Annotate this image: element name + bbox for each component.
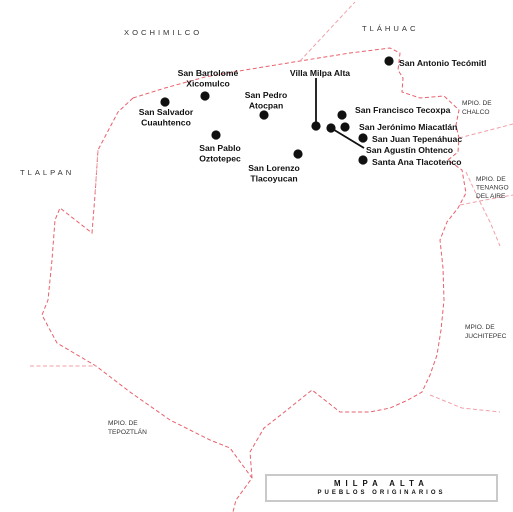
san-pedro-atocpan-marker [259,110,269,120]
border-tenango-east [465,171,501,247]
region-tlalpan: TLALPAN [20,168,74,177]
san-jeronimo-miacatlan-label: San Jerónimo Miacatlán [359,122,457,132]
san-jeronimo-miacatlan-marker [340,122,350,132]
villa-milpa-alta-label: Villa Milpa Alta [290,68,350,78]
san-antonio-tecomitl-marker [384,56,394,66]
santa-ana-tlacotenco-label: Santa Ana Tlacotenco [372,157,461,167]
san-salvador-cuauhtenco-marker [160,97,170,107]
border-tlalpan-xochimilco [94,149,99,196]
region-xochimilco: XOCHIMILCO [124,28,202,37]
map-title: MILPA ALTA [334,479,429,488]
border-juchitepec-south [429,394,501,413]
san-agustin-ohtenco-marker [326,123,336,133]
san-pablo-oztotepec-marker [211,130,221,140]
villa-milpa-alta-marker [311,121,321,131]
map-subtitle: PUEBLOS ORIGINARIOS [317,490,446,496]
san-agustin-ohtenco-leader [330,127,365,149]
milpa-alta-boundary-west [41,97,253,479]
san-juan-tepenahuac-label: San Juan Tepenáhuac [372,134,462,144]
san-bartolome-xicomulco-marker [200,91,210,101]
region-tlahuac: TLÁHUAC [362,24,418,33]
san-agustin-ohtenco-label: San Agustín Ohtenco [366,145,453,155]
border-chalco-tenango [458,123,513,139]
san-lorenzo-tlacoyucan-marker [293,149,303,159]
san-antonio-tecomitl-label: San Antonio Tecómitl [399,58,486,68]
san-francisco-tecoxpa-marker [337,110,347,120]
san-juan-tepenahuac-marker [358,133,368,143]
border-xochimilco-tlahuac [299,1,356,62]
santa-ana-tlacotenco-marker [358,155,368,165]
san-francisco-tecoxpa-label: San Francisco Tecoxpa [355,105,451,115]
map-title-box: MILPA ALTA PUEBLOS ORIGINARIOS [265,474,498,502]
milpa-alta-boundary [132,47,467,512]
border-tenango-juchitepec [459,194,513,206]
